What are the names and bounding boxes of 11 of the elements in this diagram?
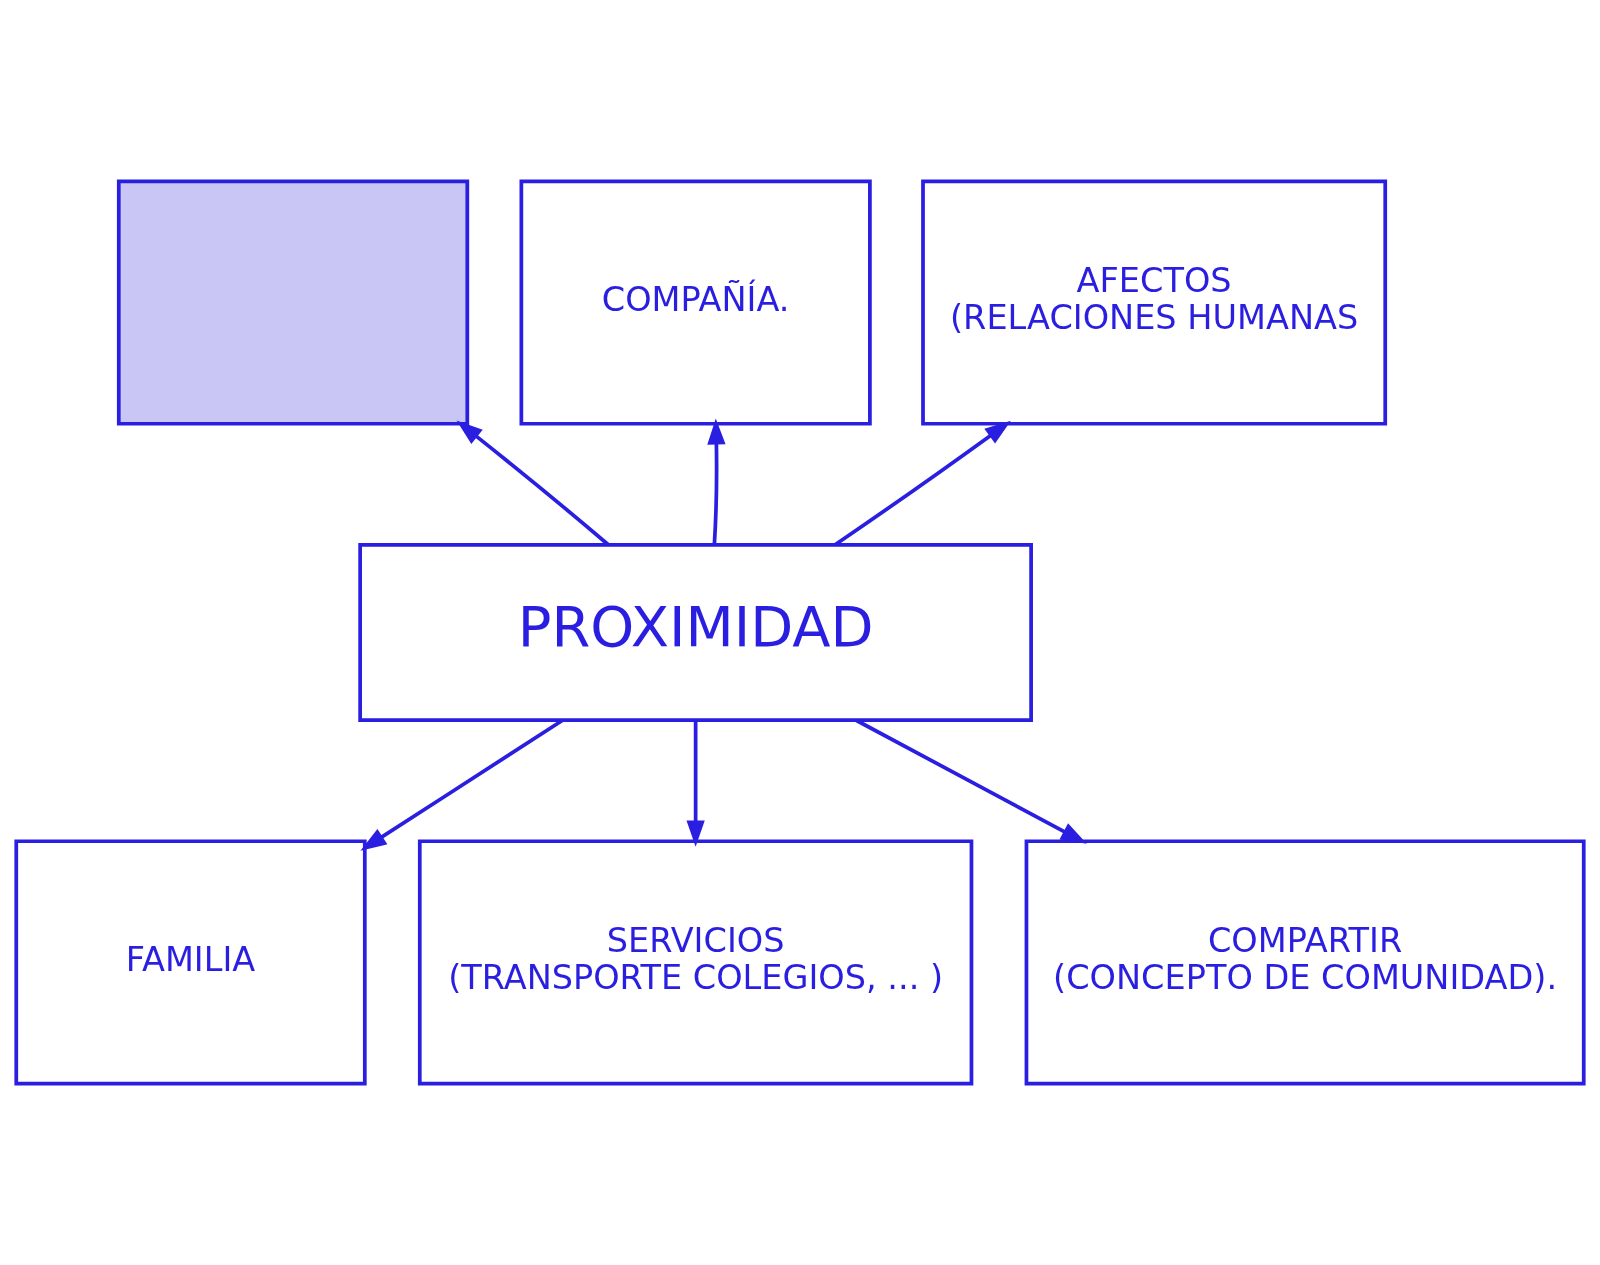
arrow <box>855 718 1087 844</box>
node-box: SERVICIOS (TRANSPORTE COLEGIOS, ... ) <box>417 839 974 1086</box>
node-box: AFECTOS (RELACIONES HUMANAS <box>921 179 1388 426</box>
node-box <box>116 179 470 426</box>
node-box: FAMILIA <box>14 839 367 1086</box>
node-box: COMPAÑÍA. <box>519 179 872 426</box>
arrow <box>707 418 726 545</box>
node-box: COMPARTIR (CONCEPTO DE COMUNIDAD). <box>1024 839 1586 1086</box>
arrow <box>456 420 610 547</box>
arrow <box>686 720 705 847</box>
node-box: PROXIMIDAD <box>358 543 1033 722</box>
